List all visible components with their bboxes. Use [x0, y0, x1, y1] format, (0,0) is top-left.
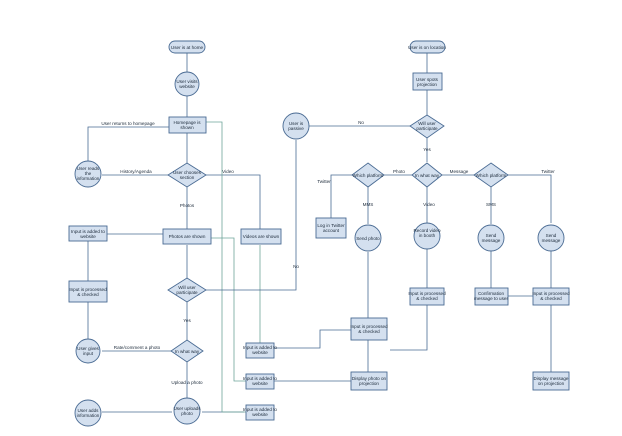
node-proc-msg: Input is processed& checked [532, 287, 570, 306]
label-video-left: Video [222, 169, 234, 174]
node-send-photo-label: Send photo [356, 236, 380, 241]
node-photos-shown: Photos are shown [162, 228, 212, 245]
node-proc-video-label: Input is processed& checked [408, 291, 446, 301]
edge-chooses-videos [204, 174, 261, 230]
node-which-platform-right: Which platform [473, 162, 509, 188]
node-which-platform-left: Which platform [351, 162, 385, 188]
node-what-way-right-label: In what way [415, 173, 440, 178]
node-processed-left: Input is processed& checked [68, 280, 108, 303]
label-upload: Upload a photo [171, 380, 203, 385]
node-proc-msg-label: Input is processed& checked [532, 291, 570, 301]
edge-platforml-twitter [330, 174, 353, 218]
label-returns: User returns to homepage [101, 121, 155, 126]
label-history: History/Agenda [120, 169, 152, 174]
label-rate: Rate/comment a photo [114, 345, 161, 350]
edge-labels: User returns to homepage History/Agenda … [101, 120, 555, 385]
label-no-left: No [293, 264, 299, 269]
node-what-way-right: In what way [411, 162, 443, 188]
edge-procvideo-down [390, 305, 428, 351]
label-twitter-r: Twitter [541, 169, 555, 174]
node-what-way-left: In what way [170, 339, 204, 363]
node-proc-photo: Input is processed& checked [350, 317, 388, 341]
node-photos-shown-label: Photos are shown [169, 234, 206, 239]
node-proc-photo-label: Input is processed& checked [350, 324, 388, 334]
node-home: User is at home [168, 40, 206, 54]
node-proc-video: Input is processed& checked [408, 287, 446, 306]
label-photo: Photo [393, 169, 405, 174]
node-processed-left-label: Input is processed& checked [69, 287, 107, 297]
edge-reads-homepage [87, 126, 170, 162]
node-videos-shown-label: Videos are shown [243, 234, 280, 239]
node-on-location-label: User is on location [408, 45, 446, 50]
edge-addedc-homepage [206, 121, 246, 413]
label-message: Message [450, 169, 469, 174]
label-twitter-l: Twitter [317, 179, 331, 184]
node-which-platform-left-label: Which platform [353, 173, 384, 178]
node-what-way-left-label: In what way [175, 349, 200, 354]
node-send-photo: Send photo [354, 224, 382, 252]
label-photos: Photos [180, 203, 195, 208]
edge-platformr-twitter [508, 174, 552, 223]
label-no-right: No [358, 120, 364, 125]
node-videos-shown: Videos are shown [240, 228, 282, 245]
label-video-right: Video [423, 202, 435, 207]
label-yes-right: Yes [423, 147, 431, 152]
label-sms: SMS [486, 202, 496, 207]
connectors [87, 53, 552, 413]
label-mms: MMS [363, 202, 374, 207]
node-home-label: User is at home [171, 45, 204, 50]
node-which-platform-right-label: Which platform [476, 173, 507, 178]
edge-addedb-photos [211, 237, 246, 382]
label-yes-left: Yes [183, 318, 191, 323]
edge-procphoto-addeda [274, 329, 351, 349]
edge-participate-passive [206, 140, 297, 291]
node-on-location: User is on location [408, 40, 446, 54]
